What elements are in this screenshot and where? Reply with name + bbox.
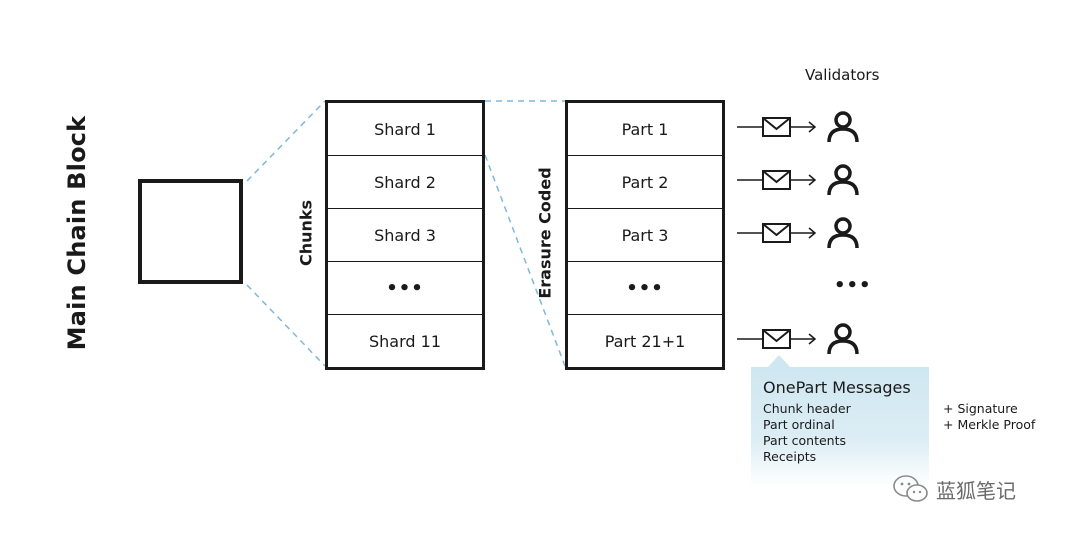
arrow-icon [791, 333, 817, 345]
shards-table: Shard 1 Shard 2 Shard 3 ••• Shard 11 [325, 100, 485, 370]
part-cell: Part 1 [568, 103, 722, 156]
chunks-label: Chunks [296, 199, 316, 267]
validator-row [737, 111, 859, 143]
envelope-icon [762, 170, 791, 190]
callout-item: Chunk header [763, 401, 851, 416]
shard-ellipsis: ••• [328, 262, 482, 315]
arrow-icon [791, 227, 817, 239]
wechat-icon [893, 475, 928, 502]
part-cell: Part 3 [568, 209, 722, 262]
validator-row [737, 323, 859, 355]
arrow-icon [791, 121, 817, 133]
validator-row [737, 217, 859, 249]
callout-item: Part contents [763, 433, 847, 448]
shard-cell: Shard 11 [369, 331, 441, 351]
shard-cell: Shard 1 [328, 103, 482, 156]
watermark: 蓝狐笔记 [892, 474, 1016, 504]
arrow-icon [791, 174, 817, 186]
callout-extras: + Signature + Merkle Proof [943, 401, 1035, 433]
dashed-connector [484, 154, 566, 367]
person-icon [827, 164, 859, 196]
person-icon [827, 217, 859, 249]
callout-items: Chunk header Part ordinal Part contents … [763, 401, 851, 465]
callout-pointer [767, 355, 791, 368]
shard-cell: Shard 2 [328, 156, 482, 209]
envelope-icon [762, 117, 791, 137]
envelope-icon [762, 329, 791, 349]
dashed-connector [246, 284, 326, 367]
person-icon [827, 111, 859, 143]
dashed-connector [246, 100, 326, 182]
parts-table: Part 1 Part 2 Part 3 ••• Part 21+1 [565, 100, 725, 370]
callout-extra-item: + Merkle Proof [943, 417, 1036, 432]
callout-extra-item: + Signature [943, 401, 1018, 416]
callout-item: Receipts [763, 449, 817, 464]
onepart-callout [751, 367, 929, 487]
validator-ellipsis: ••• [834, 275, 872, 296]
part-ellipsis: ••• [568, 262, 722, 315]
callout-item: Part ordinal [763, 417, 835, 432]
validator-row [737, 164, 859, 196]
shard-cell: Shard 3 [328, 209, 482, 262]
main-chain-block [138, 179, 243, 284]
part-cell: Part 21+1 [604, 331, 686, 351]
person-icon [827, 323, 859, 355]
erasure-coded-label: Erasure Coded [535, 167, 555, 299]
callout-title: OnePart Messages [763, 378, 911, 397]
validators-title: Validators [805, 66, 880, 84]
part-cell: Part 2 [568, 156, 722, 209]
envelope-icon [762, 223, 791, 243]
main-chain-block-label: Main Chain Block [63, 115, 91, 351]
watermark-text: 蓝狐笔记 [936, 478, 1016, 503]
